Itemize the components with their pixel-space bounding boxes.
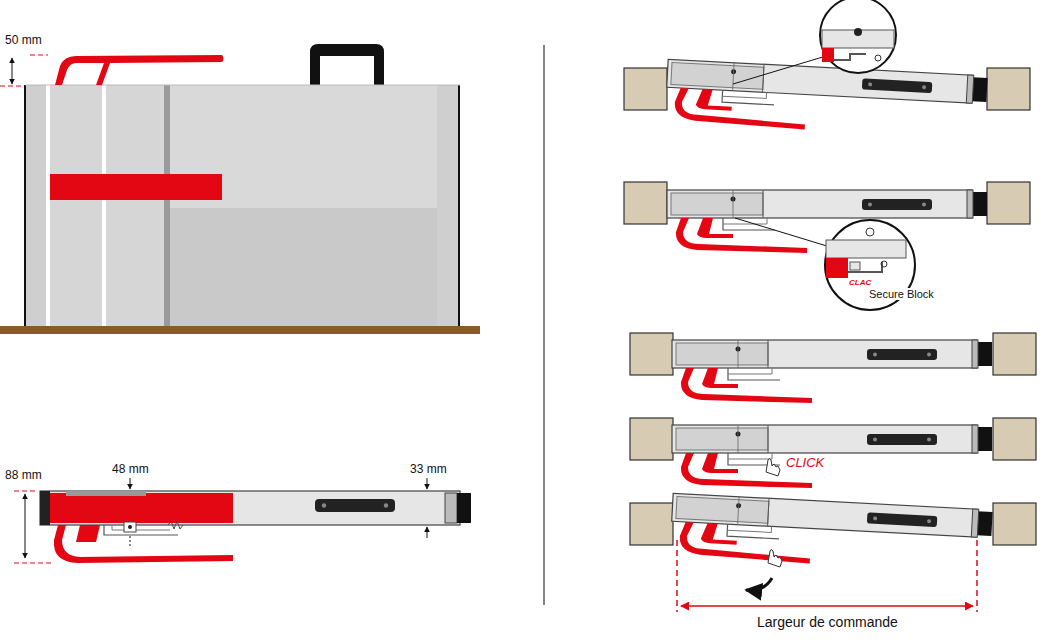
dimension-label: 48 mm [112, 463, 149, 476]
part-name: Secure Block [868, 288, 935, 300]
sound-label: CLICK [786, 456, 824, 470]
sound-label: CLAC [848, 279, 872, 288]
dimension-label: 33 mm [410, 463, 447, 476]
dimension-label: 50 mm [5, 34, 42, 47]
dimension-label: Largeur de commande [757, 615, 898, 630]
dimension-label: 88 mm [5, 469, 42, 482]
